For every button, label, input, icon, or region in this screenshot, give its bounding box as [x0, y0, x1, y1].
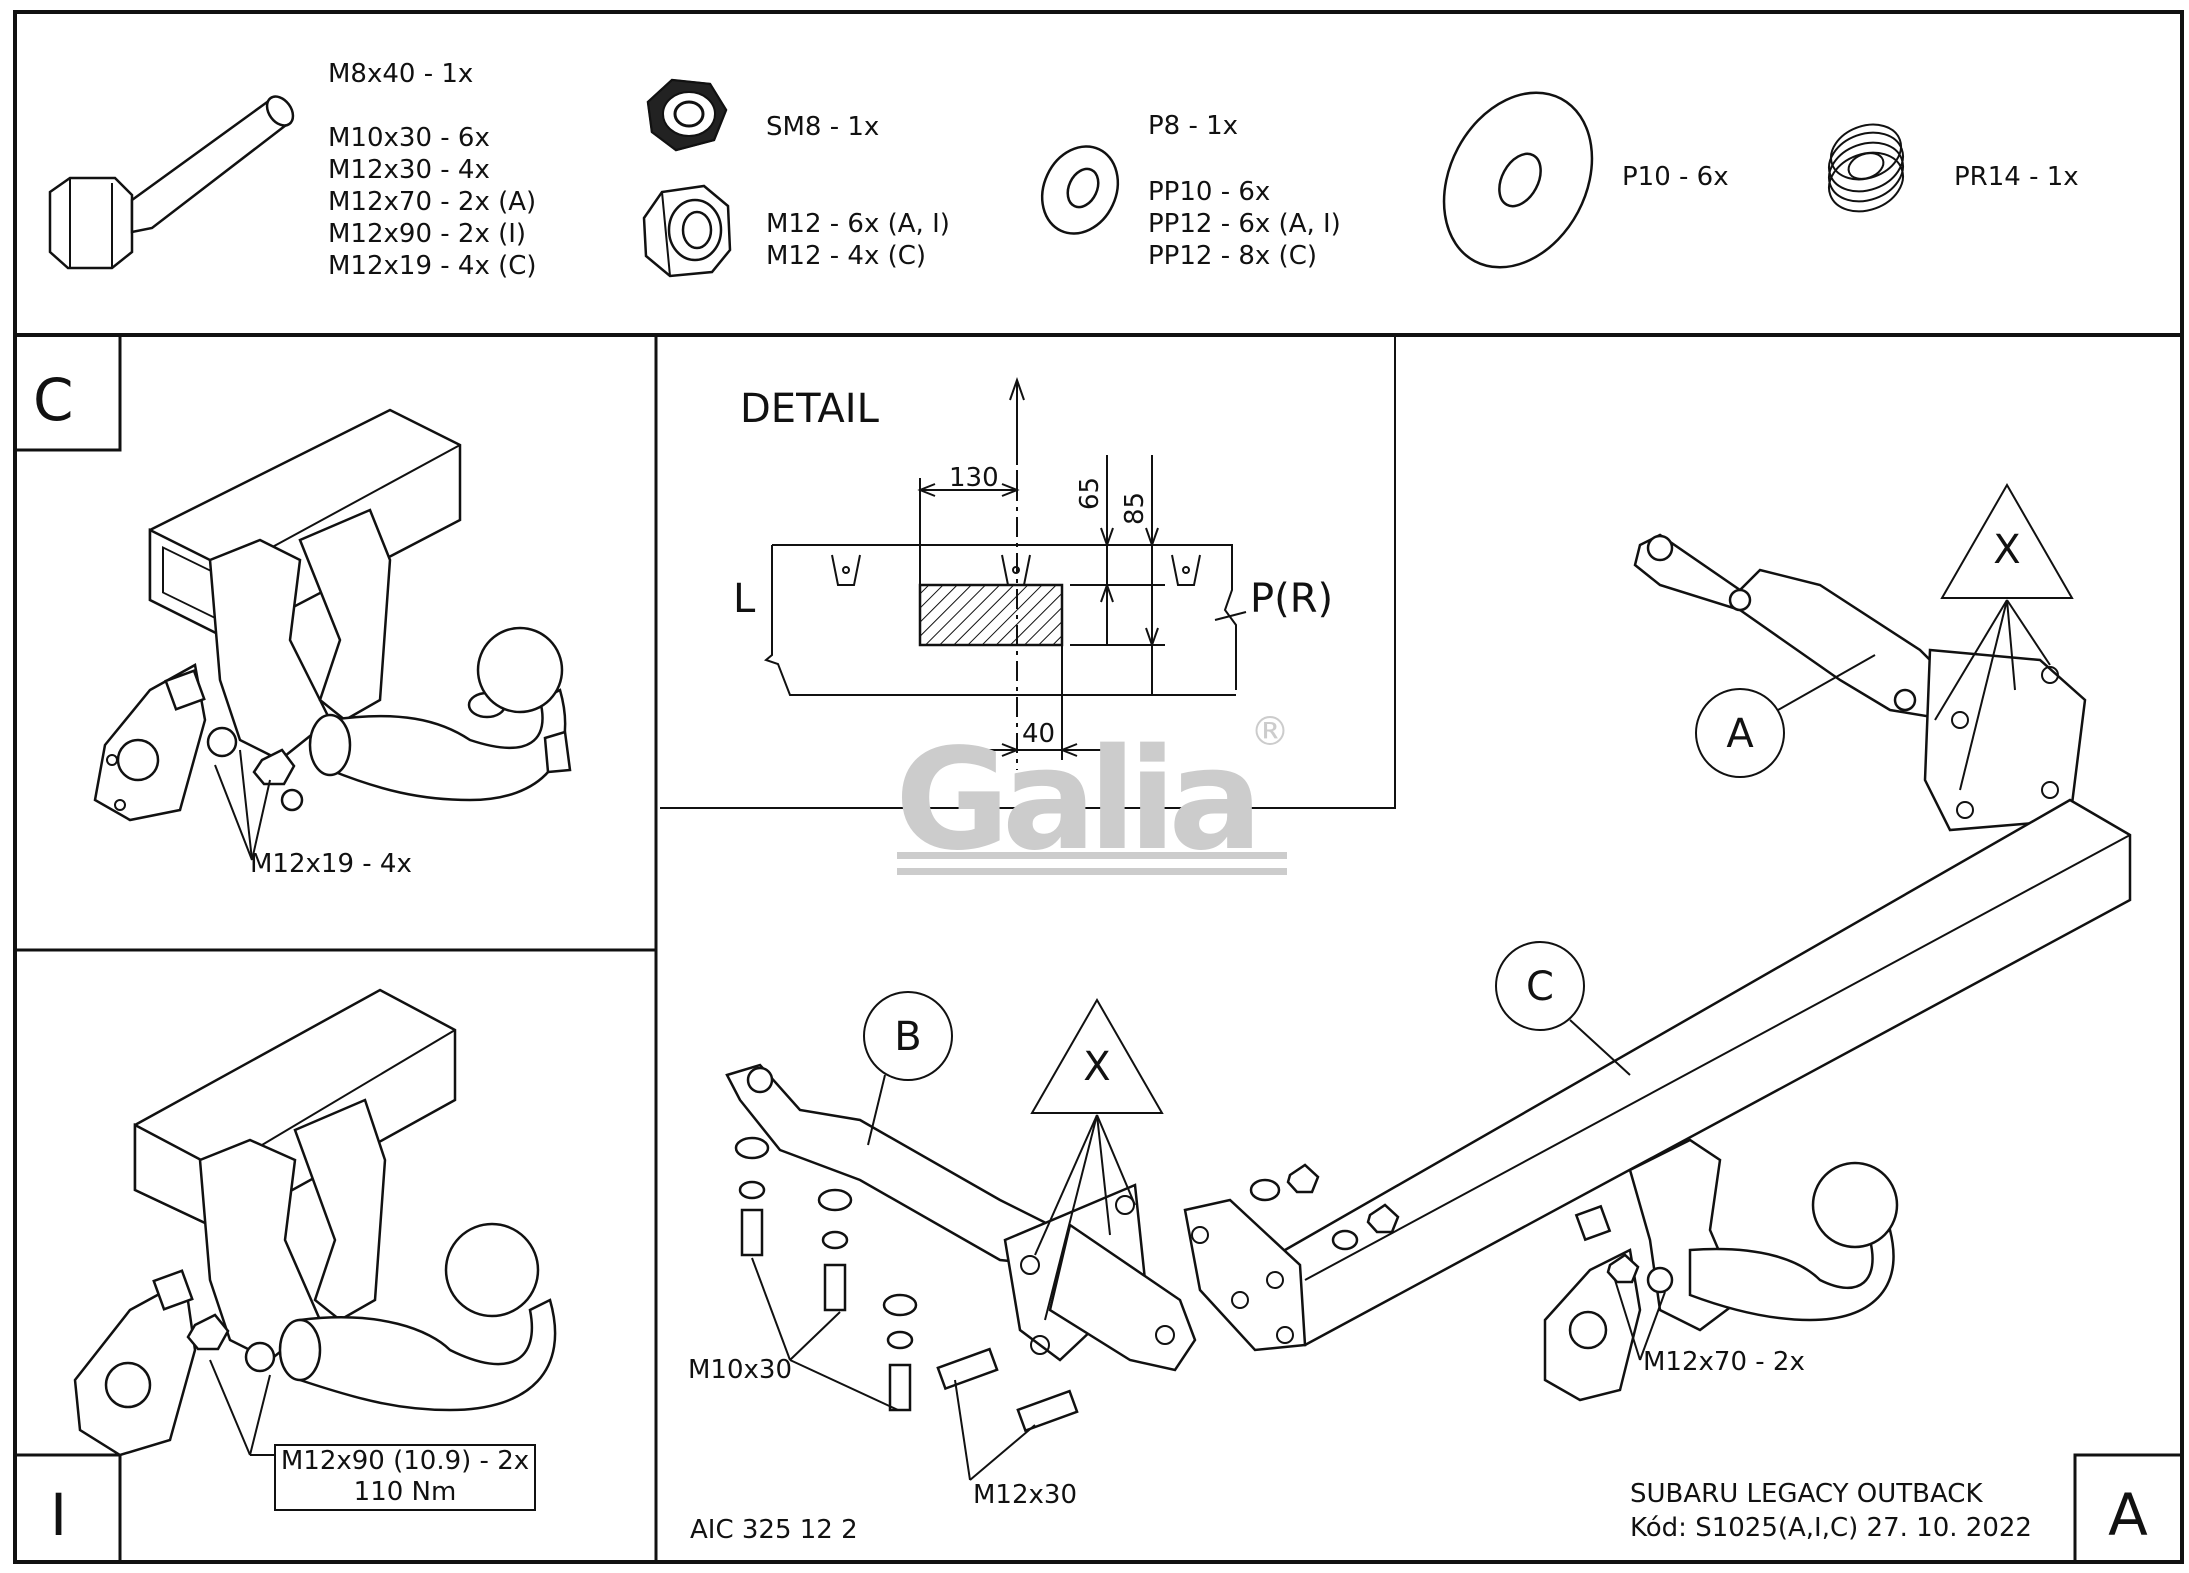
m12-nut-line-2: M12 - 4x (C): [766, 241, 926, 271]
bolt-icon: [48, 95, 295, 270]
pp-line-3: PP12 - 8x (C): [1148, 241, 1317, 271]
bolt-list-line-2: M10x30 - 6x: [328, 123, 490, 153]
torque-callout-box: [274, 1444, 536, 1511]
main-assembly-view: A B C X X M10x3: [688, 482, 2132, 1510]
sm8-label: SM8 - 1x: [766, 112, 879, 142]
warning-triangle-left: X: [1030, 997, 1164, 1321]
bubble-b-letter: B: [894, 1014, 921, 1060]
warn-x-right: X: [1993, 527, 2020, 573]
right-side-label: P(R): [1250, 576, 1333, 622]
drawing-frame: [13, 10, 2184, 1564]
dim-130: 130: [949, 463, 999, 493]
p10-label: P10 - 6x: [1622, 162, 1729, 192]
m12-nut-line-1: M12 - 6x (A, I): [766, 209, 950, 239]
bubble-c-letter: C: [1526, 964, 1554, 1010]
panel-a-letter: A: [2108, 1481, 2148, 1549]
panel-i: I M12x90 (10.9) - 2x 110 Nm: [13, 988, 557, 1564]
crossbar: [1183, 798, 2132, 1402]
spring-icon: [1828, 123, 1904, 213]
bolt-list-line-1: M8x40 - 1x: [328, 59, 473, 89]
bolt-list-line-4: M12x70 - 2x (A): [328, 187, 536, 217]
code-and-date: Kód: S1025(A,I,C) 27. 10. 2022: [1630, 1513, 2032, 1543]
callout-bubble-b: B: [863, 991, 953, 1146]
washer-icon: [1040, 145, 1120, 235]
panel-i-callout-line2: 110 Nm: [354, 1477, 457, 1507]
cutout-area: [918, 583, 1064, 647]
panel-i-letter: I: [50, 1481, 67, 1549]
callout-bubble-a: A: [1695, 654, 1876, 778]
panel-i-callout-line1: M12x90 (10.9) - 2x: [281, 1446, 529, 1476]
tow-bar-variant-i-drawing: [73, 988, 557, 1457]
dim-40: 40: [1022, 719, 1055, 749]
warning-triangle-right: X: [1934, 482, 2074, 791]
panel-c-callout: M12x19 - 4x: [250, 849, 412, 879]
pp-line-1: PP10 - 6x: [1148, 177, 1270, 207]
tow-bar-variant-c-drawing: [93, 408, 572, 861]
detail-title: DETAIL: [740, 386, 880, 432]
document-code: AIC 325 12 2: [690, 1515, 858, 1545]
p8-label: P8 - 1x: [1148, 111, 1238, 141]
hex-nut-icon: [642, 184, 732, 278]
vehicle-name: SUBARU LEGACY OUTBACK: [1630, 1479, 1983, 1509]
dim-85: 85: [1120, 492, 1150, 525]
brand-logo: Galia ®: [895, 709, 1290, 882]
title-block: A AIC 325 12 2 SUBARU LEGACY OUTBACK Kód…: [690, 1453, 2184, 1564]
bolt-list-line-5: M12x90 - 2x (I): [328, 219, 526, 249]
warn-x-left: X: [1083, 1044, 1110, 1090]
bubble-a-letter: A: [1726, 711, 1754, 757]
locking-nut-icon: [646, 78, 728, 152]
left-side-label: L: [733, 576, 756, 622]
right-side-bracket: [1633, 533, 2087, 832]
panel-c-letter: C: [33, 366, 74, 434]
bumper-notches: [831, 554, 1201, 586]
parts-list: M8x40 - 1x M10x30 - 6x M12x30 - 4x M12x7…: [48, 59, 2079, 281]
dim-65: 65: [1075, 477, 1105, 510]
bolt-list-line-3: M12x30 - 4x: [328, 155, 490, 185]
left-side-bracket: [725, 1063, 1197, 1481]
callout-m12x70: M12x70 - 2x: [1643, 1347, 1805, 1377]
pp-line-2: PP12 - 6x (A, I): [1148, 209, 1341, 239]
detail-view: DETAIL 130: [660, 335, 1396, 809]
callout-m10x30: M10x30: [688, 1355, 792, 1385]
bolt-list-line-6: M12x19 - 4x (C): [328, 251, 537, 281]
large-washer-icon: [1442, 91, 1594, 269]
pr14-label: PR14 - 1x: [1954, 162, 2079, 192]
callout-bubble-c: C: [1495, 941, 1631, 1076]
panel-c: C: [13, 333, 572, 879]
callout-m12x30: M12x30: [973, 1480, 1077, 1510]
logo-registered-mark: ®: [1250, 709, 1290, 755]
